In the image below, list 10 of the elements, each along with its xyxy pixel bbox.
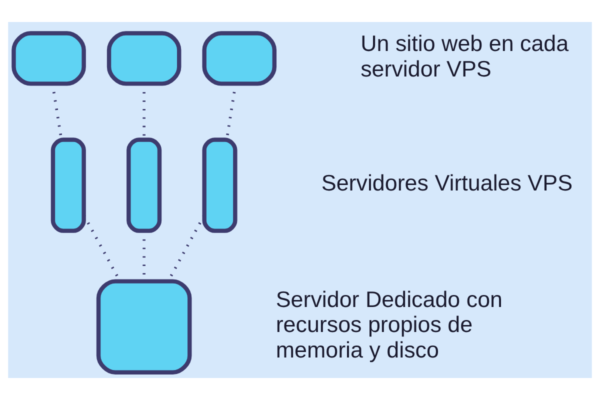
node-monitor <box>202 31 277 86</box>
node-server <box>96 279 192 374</box>
node-tower <box>202 138 238 233</box>
node-monitor <box>12 31 86 86</box>
label: Un sitio web en cada servidor VPS <box>360 31 569 82</box>
label: Servidor Dedicado con recursos propios de memoria y disco <box>276 286 503 362</box>
label: Servidores Virtuales VPS <box>321 170 573 196</box>
node-tower <box>50 138 86 233</box>
node-monitor <box>106 31 182 86</box>
node-tower <box>126 138 162 233</box>
